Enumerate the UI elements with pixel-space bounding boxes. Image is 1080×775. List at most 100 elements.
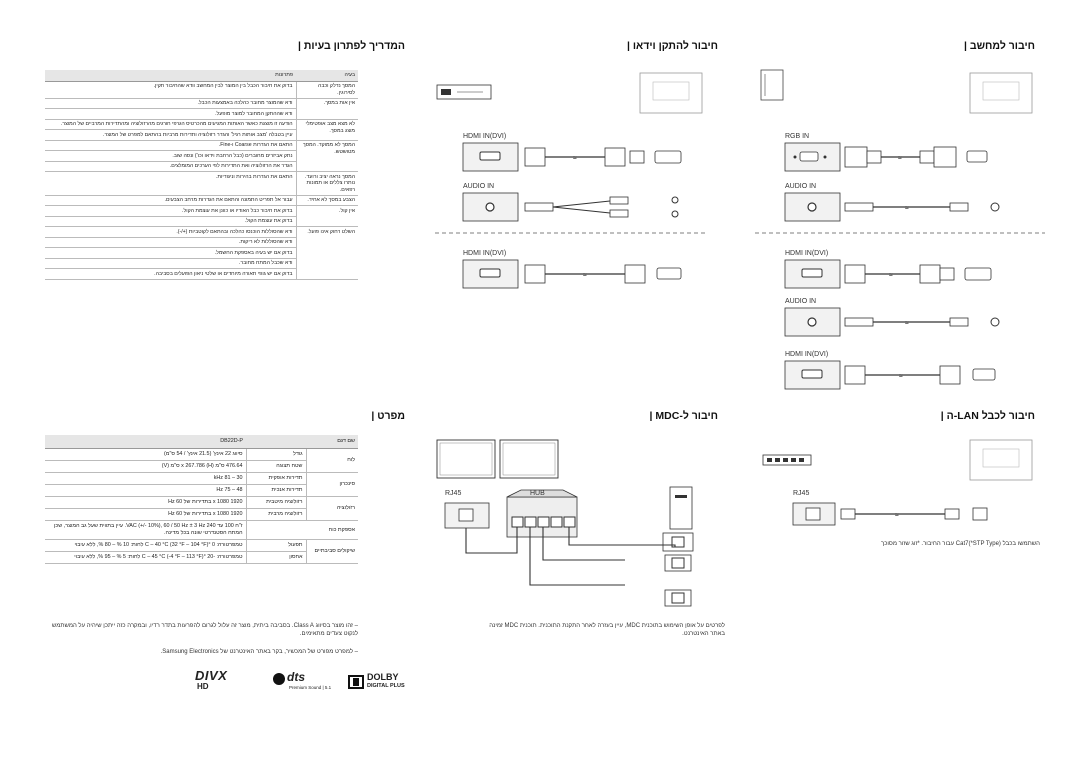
pc-tower-icon-2 bbox=[669, 486, 693, 530]
solution-cell: בדוק אם יש גופי תאורה מיוחדים או שלטי ני… bbox=[45, 268, 296, 280]
spec-sub-cell: רזולוציה מרבית bbox=[245, 508, 306, 522]
display-rear-icon-2 bbox=[639, 72, 703, 114]
spec-value-cell: 476.64 ס"מ (H) x 267.786 ס"מ (V) bbox=[45, 460, 246, 474]
spec-sub-cell: תדירות אנכית bbox=[245, 484, 306, 498]
pc-tower-icon bbox=[760, 69, 784, 101]
display-rear-icon-3 bbox=[969, 439, 1033, 481]
video-port-label-audio: AUDIO IN bbox=[463, 183, 495, 190]
table-row: ודא שהסוללות לא ריקות. bbox=[45, 237, 358, 248]
spec-sub-cell: אחסון bbox=[245, 551, 306, 565]
footnote-website: – למפרט מפורט של המכשיר, בקר באתר האינטר… bbox=[160, 649, 358, 655]
spec-value-cell: טמפרטורה: 0 °C – 40 °C (32 °F – 104 °F) … bbox=[45, 539, 246, 553]
solution-cell: בדוק את חיבור הכבל בין המוצר לבין המחשב … bbox=[45, 81, 296, 99]
problem-cell: אין אות במסך. bbox=[295, 98, 358, 120]
port-label-audio-in: AUDIO IN bbox=[785, 183, 817, 190]
video-port-label-hdmi: HDMI IN(DVI) bbox=[463, 133, 507, 140]
troubleshooting-table-wrap: בעיה פתרונות המסך נדלק וכבה לסירוגין.בדו… bbox=[45, 70, 358, 280]
solution-cell: התאם את הגדרות בהירות וניגודיות. bbox=[45, 171, 296, 196]
problem-cell: לא מצא מצב אופטימלי מוצג במסך. bbox=[295, 119, 358, 141]
port-label-hdmi-in-dvi-2: HDMI IN(DVI) bbox=[785, 351, 829, 358]
table-row: בדוק את עוצמת הקול. bbox=[45, 216, 358, 227]
spec-group-cell: שיקולים סביבתיים bbox=[305, 539, 358, 565]
solution-cell: ודא שהסוללות לא ריקות. bbox=[45, 237, 296, 248]
table-row: ודא שההתקן המחובר למוצר מופעל. bbox=[45, 108, 358, 120]
problem-cell: המסך נראה יציב ורועד. נותרו צללים או תמו… bbox=[295, 171, 358, 196]
section-title-mdc: חיבור ל-MDC | bbox=[649, 410, 718, 422]
problem-cell: השלט רחוק אינו פועל. bbox=[295, 226, 358, 280]
table-row: אין אות במסך.ודא שהמוצר מחובר כהלכה באמצ… bbox=[45, 98, 358, 120]
spec-sub-cell: תפעול bbox=[245, 539, 306, 553]
table-row: המסך נדלק וכבה לסירוגין.בדוק את חיבור הכ… bbox=[45, 81, 358, 99]
specs-header-value: DB22D-P bbox=[45, 435, 246, 449]
svg-text:≈: ≈ bbox=[889, 272, 893, 279]
table-row: ודא שכבל המתח מחובר. bbox=[45, 258, 358, 269]
video-connection-diagram: ≈ ≈ bbox=[435, 72, 705, 289]
solution-cell: עבור אל תפריט התמונה והתאם את הגדרות מרח… bbox=[45, 195, 296, 206]
svg-text:≈: ≈ bbox=[583, 272, 587, 279]
mdc-label-hub: HUB bbox=[530, 490, 545, 497]
problem-cell: הצבע במסך לא אחיד. bbox=[295, 195, 358, 206]
lan-port-label-rj45: RJ45 bbox=[793, 490, 810, 497]
problem-cell: אין קול. bbox=[295, 205, 358, 227]
spec-value-cell: 30 – 81 kHz bbox=[45, 472, 246, 486]
spec-value-cell: 1920 x 1080 בתדירות של 60 Hz bbox=[45, 508, 246, 522]
solution-cell: הודעה זו מוצגת כאשר האותות המגיעים מהכרט… bbox=[45, 119, 296, 130]
table-row: לא מצא מצב אופטימלי מוצג במסך.הודעה זו מ… bbox=[45, 119, 358, 141]
mdc-port-label-rj45: RJ45 bbox=[445, 490, 462, 497]
display-front-icon bbox=[436, 439, 559, 479]
solution-cell: ודא שהסוללות הוכנסו כהלכה ובהתאם לקוטביו… bbox=[45, 226, 296, 238]
port-label-audio-in-2: AUDIO IN bbox=[785, 298, 817, 305]
header-problem: בעיה bbox=[296, 70, 358, 82]
svg-text:≈: ≈ bbox=[905, 205, 909, 212]
spec-value-cell: 1920 x 1080 בתדירות של 60 Hz bbox=[45, 496, 246, 510]
dts-logo: dts Premium Sound | 5.1 bbox=[273, 670, 333, 694]
spec-group-cell: סינכרון bbox=[305, 472, 358, 498]
table-row: המסך לא ממוקד. המסך מטושטש.התאם את הגדרו… bbox=[45, 140, 358, 172]
solution-cell: בדוק אם יש בעיה באספקת החשמל. bbox=[45, 247, 296, 259]
section-title-troubleshooting: המדריך לפתרון בעיות | bbox=[297, 40, 405, 52]
table-row: השלט רחוק אינו פועל.ודא שהסוללות הוכנסו … bbox=[45, 226, 358, 280]
pc-connection-diagram: ≈ ≈ ≈ ≈ ≈ bbox=[755, 69, 1045, 390]
network-switch-icon bbox=[762, 454, 812, 466]
spec-group-cell: אספקת כוח bbox=[245, 520, 358, 541]
section-title-video: חיבור להתקן וידאו | bbox=[627, 40, 718, 52]
display-rear-icon bbox=[969, 72, 1033, 114]
section-title-pc: חיבור למחשב | bbox=[964, 40, 1035, 52]
svg-text:≈: ≈ bbox=[573, 155, 577, 162]
specs-header-model: שם דגם bbox=[246, 435, 358, 449]
table-row: בדוק אם יש גופי תאורה מיוחדים או שלטי ני… bbox=[45, 268, 358, 280]
solution-cell: נתק אביזרים מחוברים (כבל הרחבת וידאו וכו… bbox=[45, 150, 296, 162]
hub-icon bbox=[506, 489, 578, 538]
table-row: נתק אביזרים מחוברים (כבל הרחבת וידאו וכו… bbox=[45, 150, 358, 162]
solution-cell: ודא שההתקן המחובר למוצר מופעל. bbox=[45, 108, 296, 120]
lan-note: השתמשו בכבל Cat7(*STP Type) עבור החיבור.… bbox=[880, 541, 1040, 547]
video-player-icon bbox=[436, 84, 492, 100]
table-row: בדוק אם יש בעיה באספקת החשמל. bbox=[45, 247, 358, 259]
solution-cell: הגדר את הרזולוציה ואת התדירות לפי הערכים… bbox=[45, 161, 296, 172]
spec-sub-cell: שטח תצוגה bbox=[245, 460, 306, 474]
port-label-hdmi-in-dvi: HDMI IN(DVI) bbox=[785, 250, 829, 257]
spec-sub-cell: גודל bbox=[245, 448, 306, 462]
solution-cell: עיין בטבלה 'מצב אותות רגיל' והגדר רזולוצ… bbox=[45, 129, 296, 141]
header-solutions: פתרונות bbox=[45, 70, 296, 82]
lan-connection-diagram: ≈ bbox=[762, 439, 1033, 526]
spec-value-cell: סיווג 22 אינץ' (21.5 אינץ' / 54 ס"מ) bbox=[45, 448, 246, 462]
section-title-lan: חיבור לכבל LAN-ה | bbox=[940, 410, 1035, 422]
solution-cell: בדוק את עוצמת הקול. bbox=[45, 216, 296, 227]
spec-sub-cell: רזולוציה מיטבית bbox=[245, 496, 306, 510]
port-label-rgb-in: RGB IN bbox=[785, 133, 810, 140]
table-row: הגדר את הרזולוציה ואת התדירות לפי הערכים… bbox=[45, 161, 358, 172]
problem-cell: המסך נדלק וכבה לסירוגין. bbox=[295, 81, 358, 99]
dolby-logo: DOLBY DIGITAL PLUS bbox=[348, 672, 410, 694]
spec-value-cell: 48 – 75 Hz bbox=[45, 484, 246, 498]
table-row: הצבע במסך לא אחיד.עבור אל תפריט התמונה ו… bbox=[45, 195, 358, 206]
footnote-class-a: – זהו מוצר בסיווג Class A. בסביבה ביתית,… bbox=[51, 623, 358, 638]
